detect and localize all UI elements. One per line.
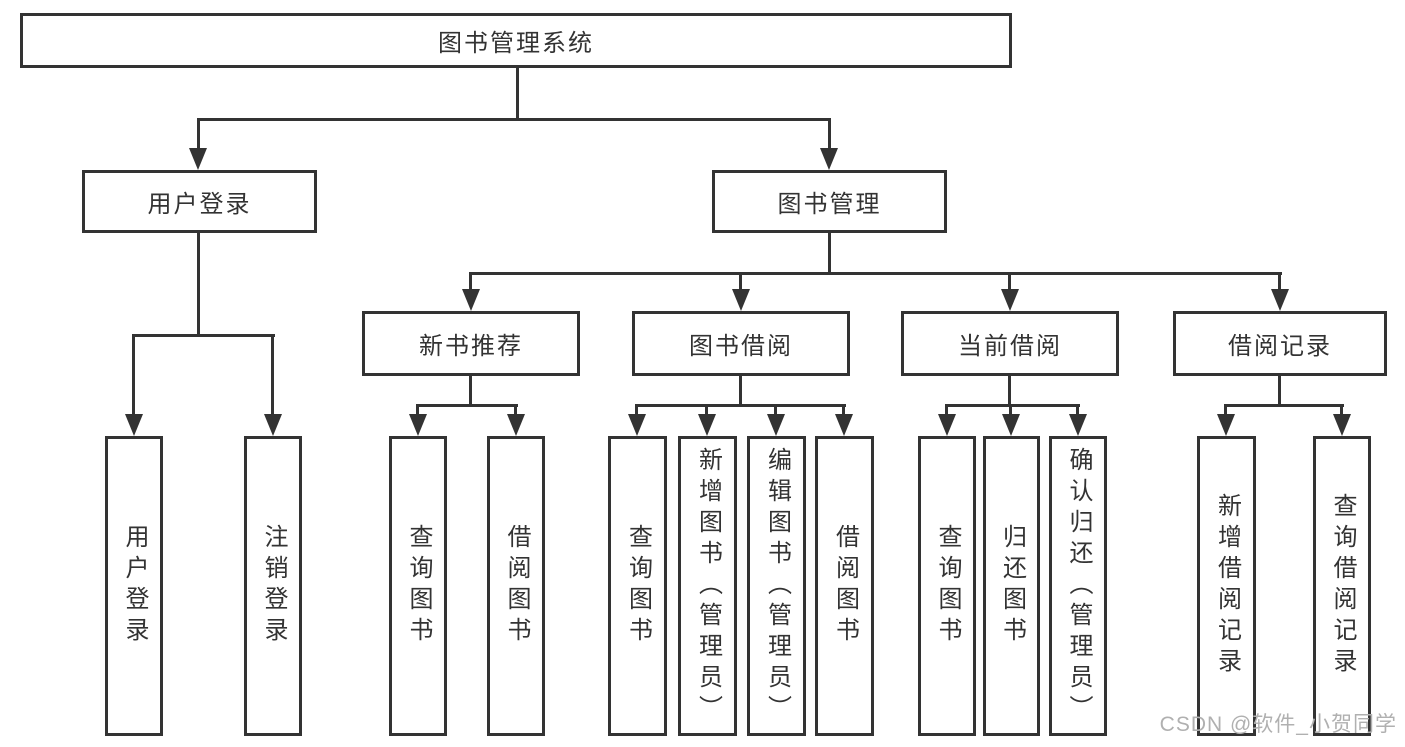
connector-line	[705, 404, 708, 416]
connector-line	[842, 404, 845, 416]
leaf-borrowing-query-books-label: 查询图书	[624, 524, 652, 648]
node-borrow-records-label: 借阅记录	[1228, 333, 1332, 360]
leaf-current-query-books: 查询图书	[918, 436, 976, 736]
connector-line	[1008, 272, 1011, 290]
node-current-borrowing: 当前借阅	[901, 311, 1119, 376]
leaf-current-return-books-label: 归还图书	[998, 524, 1026, 648]
connector-arrowhead	[1271, 289, 1289, 311]
leaf-logout-label: 注销登录	[260, 524, 287, 648]
leaf-records-query-record-label: 查询借阅记录	[1329, 493, 1356, 679]
connector-line	[469, 376, 472, 405]
node-book-management: 图书管理	[712, 170, 947, 233]
connector-arrowhead	[409, 414, 427, 436]
watermark: CSDN @软件_小贺同学	[1159, 713, 1397, 736]
leaf-borrowing-query-books: 查询图书	[608, 436, 667, 736]
leaf-current-confirm-return-admin: 确认归还（管理员）	[1049, 436, 1107, 736]
connector-line	[739, 376, 742, 405]
node-book-borrowing-label: 图书借阅	[689, 333, 793, 360]
leaf-borrowing-edit-books-admin: 编辑图书（管理员）	[747, 436, 806, 736]
leaf-borrowing-add-books-admin: 新增图书（管理员）	[678, 436, 737, 736]
connector-arrowhead	[628, 414, 646, 436]
leaf-records-add-record-label: 新增借阅记录	[1213, 493, 1241, 679]
connector-arrowhead	[1069, 414, 1087, 436]
connector-line	[132, 334, 135, 415]
connector-line	[1224, 404, 1344, 407]
node-new-book-recommend-label: 新书推荐	[419, 333, 523, 360]
connector-line	[1224, 404, 1227, 416]
connector-arrowhead	[1001, 289, 1019, 311]
connector-arrowhead	[189, 148, 207, 170]
connector-line	[774, 404, 777, 416]
leaf-recommend-query-books: 查询图书	[389, 436, 447, 736]
connector-line	[1009, 404, 1012, 416]
connector-arrowhead	[835, 414, 853, 436]
connector-line	[132, 334, 275, 337]
node-book-borrowing: 图书借阅	[632, 311, 850, 376]
connector-arrowhead	[507, 414, 525, 436]
connector-line	[1278, 376, 1281, 405]
connector-line	[828, 233, 831, 273]
connector-arrowhead	[1333, 414, 1351, 436]
leaf-user-login: 用户登录	[105, 436, 163, 736]
connector-line	[1008, 376, 1011, 405]
leaf-records-add-record: 新增借阅记录	[1197, 436, 1256, 736]
connector-arrowhead	[264, 414, 282, 436]
node-borrow-records: 借阅记录	[1173, 311, 1387, 376]
connector-line	[635, 404, 638, 416]
connector-line	[416, 404, 419, 416]
connector-line	[1340, 404, 1343, 416]
leaf-records-query-record: 查询借阅记录	[1313, 436, 1371, 736]
connector-arrowhead	[938, 414, 956, 436]
connector-arrowhead	[698, 414, 716, 436]
node-user-login: 用户登录	[82, 170, 317, 233]
leaf-borrowing-edit-books-admin-label: 编辑图书（管理员）	[763, 446, 791, 726]
connector-line	[469, 272, 1282, 275]
connector-arrowhead	[1217, 414, 1235, 436]
leaf-recommend-borrow-books-label: 借阅图书	[503, 524, 530, 648]
connector-line	[1076, 404, 1079, 416]
connector-arrowhead	[767, 414, 785, 436]
node-new-book-recommend: 新书推荐	[362, 311, 580, 376]
leaf-borrowing-borrow-books: 借阅图书	[815, 436, 874, 736]
connector-line	[945, 404, 1080, 407]
connector-line	[416, 404, 518, 407]
node-root: 图书管理系统	[20, 13, 1012, 68]
leaf-logout: 注销登录	[244, 436, 302, 736]
node-user-login-label: 用户登录	[147, 191, 252, 218]
connector-line	[197, 118, 200, 149]
leaf-current-confirm-return-admin-label: 确认归还（管理员）	[1065, 446, 1092, 726]
connector-line	[469, 272, 472, 290]
connector-arrowhead	[462, 289, 480, 311]
node-book-management-label: 图书管理	[777, 191, 882, 218]
connector-line	[197, 233, 200, 335]
connector-line	[635, 404, 846, 407]
connector-line	[828, 118, 831, 149]
connector-arrowhead	[1002, 414, 1020, 436]
connector-arrowhead	[732, 289, 750, 311]
connector-line	[945, 404, 948, 416]
leaf-user-login-label: 用户登录	[121, 524, 148, 648]
connector-line	[514, 404, 517, 416]
leaf-recommend-borrow-books: 借阅图书	[487, 436, 545, 736]
node-current-borrowing-label: 当前借阅	[958, 333, 1062, 360]
connector-line	[516, 68, 519, 118]
connector-line	[197, 118, 831, 121]
leaf-borrowing-add-books-admin-label: 新增图书（管理员）	[694, 446, 722, 726]
node-root-label: 图书管理系统	[438, 30, 594, 57]
connector-line	[271, 334, 274, 415]
leaf-recommend-query-books-label: 查询图书	[405, 524, 432, 648]
connector-line	[739, 272, 742, 290]
connector-arrowhead	[125, 414, 143, 436]
leaf-borrowing-borrow-books-label: 借阅图书	[831, 524, 859, 648]
connector-line	[1278, 272, 1281, 290]
connector-arrowhead	[820, 148, 838, 170]
leaf-current-return-books: 归还图书	[983, 436, 1040, 736]
leaf-current-query-books-label: 查询图书	[934, 524, 961, 648]
